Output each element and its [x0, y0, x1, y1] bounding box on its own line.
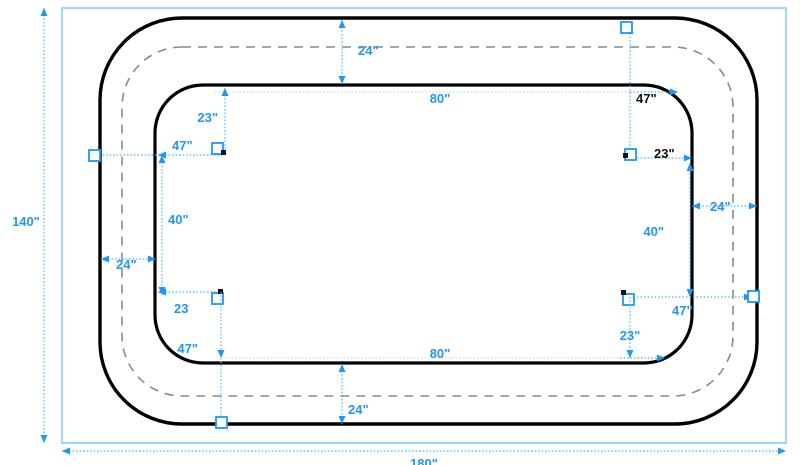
dimension-label-right-gap: 24"	[710, 199, 731, 214]
vertex-handle[interactable]	[211, 292, 224, 305]
dimension-corner-bottom-right: 47" 23"	[620, 290, 760, 358]
dimension-inner-top-80: 80"	[215, 88, 678, 106]
vertex-handle[interactable]	[211, 142, 224, 155]
overall-bounding-box	[61, 7, 787, 444]
arrow-left-icon	[158, 151, 166, 159]
arrow-left-icon	[692, 202, 700, 210]
dimension-overall-width: 180"	[62, 447, 786, 465]
dimension-label-tl-horizontal: 47"	[172, 138, 193, 153]
dimension-label-bl-vertical: 47"	[177, 341, 198, 356]
arrow-right-icon	[778, 447, 786, 455]
vertex-handle[interactable]	[88, 149, 101, 162]
dimension-label-overall-height: 140"	[12, 214, 40, 229]
arrow-up-icon	[338, 364, 346, 372]
dimension-label-tl-vertical: 23"	[197, 110, 218, 125]
dimension-label-inner-right-span: 40"	[643, 224, 664, 239]
dimension-corner-top-right: 47" 23"	[620, 21, 692, 162]
dimension-inner-right-40: 40"	[643, 163, 694, 297]
arrow-up-icon	[40, 8, 48, 16]
dimension-label-overall-width: 180"	[410, 456, 438, 465]
arrow-left-icon	[101, 255, 109, 263]
arrow-down-icon	[217, 350, 225, 358]
dimension-overall-height: 140"	[12, 8, 48, 443]
anchor-point[interactable]	[621, 290, 626, 295]
arrow-down-icon	[686, 289, 694, 297]
dimension-label-bottom-gap: 24"	[348, 402, 369, 417]
vertex-handle[interactable]	[622, 293, 635, 306]
arrow-down-icon	[626, 350, 634, 358]
dimension-label-top-gap: 24"	[358, 43, 379, 58]
arrow-down-icon	[338, 76, 346, 84]
dimension-inner-bottom-80: 80"	[225, 346, 665, 362]
dimension-label-br-vertical: 23"	[620, 328, 641, 343]
dimension-label-br-horizontal: 47"	[672, 303, 693, 318]
dimension-bottom-gap-24: 24"	[338, 364, 369, 424]
arrow-left-icon	[62, 447, 70, 455]
dimension-corner-top-left: 23" 47"	[88, 88, 229, 162]
vertex-handle[interactable]	[215, 416, 228, 429]
anchor-point[interactable]	[221, 150, 226, 155]
anchor-point[interactable]	[218, 289, 223, 294]
arrow-down-icon	[40, 435, 48, 443]
dimension-inner-left-40: 40"	[158, 155, 189, 295]
dimension-label-left-gap: 24"	[116, 257, 137, 272]
arrow-right-icon	[749, 202, 757, 210]
anchor-point[interactable]	[623, 153, 628, 158]
dimension-top-gap-24: 24"	[338, 20, 379, 84]
vertex-handle[interactable]	[747, 290, 760, 303]
dimension-label-inner-left-span: 40"	[168, 212, 189, 227]
dimension-label-tr-vertical: 47"	[636, 91, 657, 106]
arrow-up-icon	[338, 20, 346, 28]
dimension-label-inner-top-span: 80"	[430, 91, 451, 106]
arrow-left-icon	[158, 288, 166, 296]
arrow-up-icon	[158, 155, 166, 163]
dimension-label-inner-bottom-span: 80"	[430, 346, 451, 361]
arrow-right-icon	[684, 154, 692, 162]
track-centerline	[121, 46, 734, 397]
dimension-corner-bottom-left: 23 47"	[158, 288, 228, 429]
arrow-up-icon	[221, 88, 229, 96]
dimension-left-gap-24: 24"	[101, 255, 156, 272]
dimension-label-tr-horizontal: 23"	[654, 146, 675, 161]
outer-track-path[interactable]	[98, 16, 759, 426]
inner-track-path[interactable]	[153, 83, 694, 365]
arrow-up-icon	[686, 163, 694, 171]
arrow-right-icon	[148, 255, 156, 263]
vertex-handle[interactable]	[620, 21, 633, 34]
arrow-right-icon	[657, 354, 665, 362]
arrow-right-icon	[670, 88, 678, 96]
dimension-right-gap-24: 24"	[692, 199, 757, 214]
arrow-down-icon	[338, 416, 346, 424]
dimension-label-bl-horizontal: 23	[174, 301, 188, 316]
